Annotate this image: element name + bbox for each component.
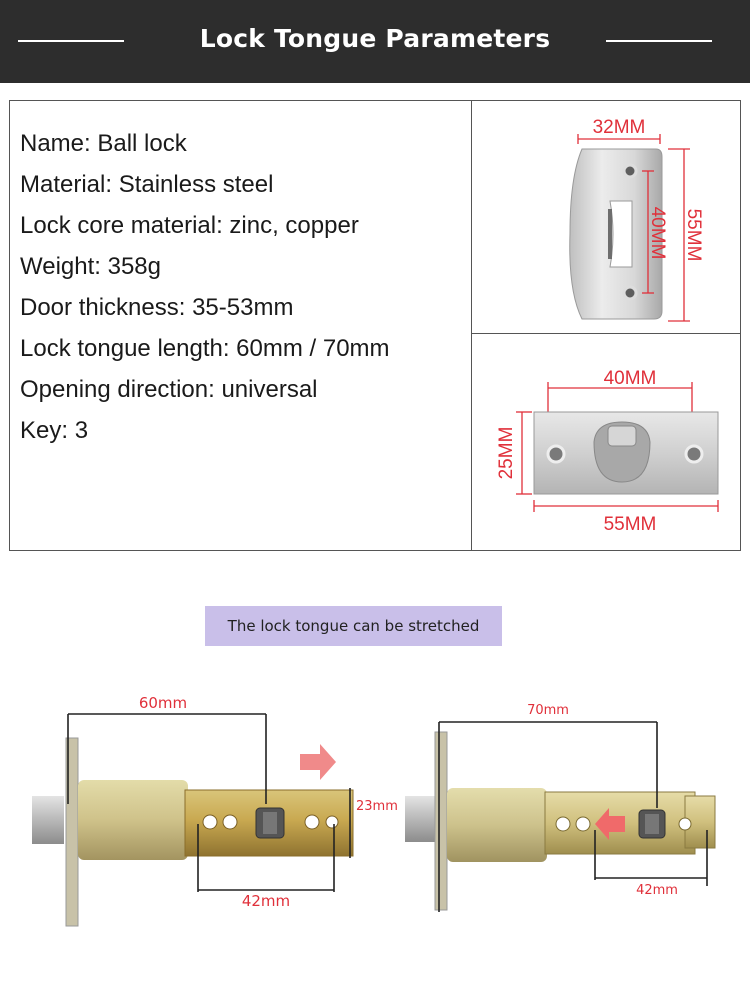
arrow-left-icon — [595, 808, 625, 840]
strike-plate-image: 32MM 40MM 55MM — [472, 101, 741, 333]
spec-weight: Weight: 358g — [20, 253, 161, 280]
latch-60mm-photo: 60mm 42mm 23mm — [20, 680, 398, 940]
strike-width-label: 32MM — [593, 117, 646, 138]
latch-long-length-label: 70mm — [527, 703, 569, 718]
latch-height-label: 25MM — [496, 427, 517, 480]
latch-short-length-label: 60mm — [139, 694, 187, 712]
latch-hole-span-label: 40MM — [604, 368, 657, 389]
header-rule-left — [18, 40, 124, 42]
latch-long-inner-label: 42mm — [636, 883, 678, 898]
table-horizontal-divider — [471, 333, 741, 334]
page-header: Lock Tongue Parameters — [0, 0, 750, 83]
strike-height-label: 55MM — [683, 209, 704, 262]
latch-70mm-photo: 70mm 42mm — [385, 680, 730, 940]
spec-key: Key: 3 — [20, 417, 89, 444]
table-vertical-divider — [471, 101, 472, 550]
stretch-banner: The lock tongue can be stretched — [205, 606, 502, 646]
latch-short-side-label: 23mm — [356, 799, 398, 814]
latch-short-inner-label: 42mm — [242, 892, 290, 910]
arrow-right-icon — [300, 744, 336, 780]
spec-material: Material: Stainless steel — [20, 171, 274, 198]
header-rule-right — [606, 40, 712, 42]
spec-list: Name: Ball lock Material: Stainless stee… — [20, 123, 390, 451]
spec-core-material: Lock core material: zinc, copper — [20, 212, 359, 239]
latch-width-label: 55MM — [604, 514, 657, 535]
spec-tongue-length: Lock tongue length: 60mm / 70mm — [20, 335, 390, 362]
spec-name: Name: Ball lock — [20, 130, 187, 157]
page-title: Lock Tongue Parameters — [199, 24, 551, 53]
spec-opening-direction: Opening direction: universal — [20, 376, 318, 403]
stretch-banner-text: The lock tongue can be stretched — [227, 617, 480, 635]
spec-door-thickness: Door thickness: 35-53mm — [20, 294, 294, 321]
strike-hole-span-label: 40MM — [647, 207, 668, 260]
spec-table: Name: Ball lock Material: Stainless stee… — [9, 100, 741, 551]
latch-face-image: 40MM 25MM 55MM — [472, 334, 741, 550]
